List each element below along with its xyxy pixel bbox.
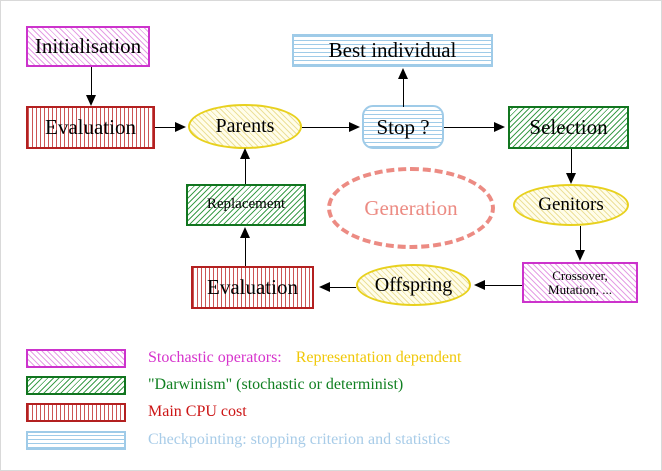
arrowhead-initialisation-to-evaluation [86, 95, 96, 106]
node-stop[interactable]: Stop ? [362, 105, 444, 149]
node-replacement[interactable]: Replacement [186, 184, 306, 226]
node-generation: Generation [327, 167, 495, 249]
edge-evaluation-to-parents [155, 127, 177, 128]
arrowhead-evaluation-to-replacement [240, 227, 250, 238]
node-evaluation-bottom[interactable]: Evaluation [191, 266, 314, 309]
arrowhead-crossover-to-offspring [474, 280, 485, 290]
node-initialisation-label: Initialisation [34, 34, 142, 59]
node-evaluation-top[interactable]: Evaluation [26, 106, 155, 149]
node-stop-label: Stop ? [376, 114, 430, 139]
arrowhead-selection-to-genitors [566, 173, 576, 184]
node-best-individual-label: Best individual [328, 38, 457, 63]
red-vertical-hatch-swatch-icon [26, 402, 126, 422]
legend-label-cpu-cost: Main CPU cost [148, 403, 247, 420]
legend-row-cpu-cost: Main CPU cost [26, 401, 247, 423]
legend-label-representation-dependent: Representation dependent [295, 349, 462, 366]
arrowhead-replacement-to-parents [240, 148, 250, 159]
node-selection[interactable]: Selection [508, 106, 629, 149]
edge-selection-to-genitors [571, 149, 572, 175]
edge-evaluation-to-replacement [245, 238, 246, 266]
node-offspring-label: Offspring [374, 273, 453, 296]
legend-label-checkpointing: Checkpointing: stopping criterion and st… [148, 431, 451, 448]
legend: Stochastic operators: Representation dep… [1, 339, 661, 459]
edge-initialisation-to-evaluation [91, 67, 92, 97]
node-evaluation-bottom-label: Evaluation [207, 275, 298, 300]
green-diagonal-hatch-swatch-icon [26, 375, 126, 395]
edge-genitors-to-crossover [580, 226, 581, 252]
edge-offspring-to-evaluation [330, 287, 356, 288]
magenta-diagonal-hatch-swatch-icon [26, 348, 126, 368]
node-generation-label: Generation [364, 195, 458, 220]
edge-crossover-to-offspring [485, 285, 522, 286]
arrowhead-offspring-to-evaluation [319, 282, 330, 292]
node-parents[interactable]: Parents [188, 104, 302, 149]
arrowhead-genitors-to-crossover [575, 250, 585, 261]
legend-label-darwinism: "Darwinism" (stochastic or determinist) [148, 376, 404, 393]
edge-replacement-to-parents [245, 159, 246, 184]
blue-horizontal-hatch-swatch-icon [26, 430, 126, 450]
node-selection-label: Selection [529, 115, 608, 140]
node-genitors-label: Genitors [538, 194, 604, 216]
node-initialisation[interactable]: Initialisation [26, 26, 150, 67]
node-crossover-mutation-label: Crossover, Mutation, ... [548, 267, 612, 297]
node-parents-label: Parents [215, 115, 275, 137]
legend-row-checkpointing: Checkpointing: stopping criterion and st… [26, 429, 450, 451]
node-crossover-mutation[interactable]: Crossover, Mutation, ... [522, 262, 638, 303]
edge-stop-to-best-individual [403, 79, 404, 107]
arrowhead-evaluation-to-parents [175, 122, 186, 132]
node-evaluation-top-label: Evaluation [45, 115, 136, 140]
node-offspring[interactable]: Offspring [356, 264, 471, 306]
node-best-individual[interactable]: Best individual [292, 34, 493, 67]
legend-row-stochastic: Stochastic operators: Representation dep… [26, 347, 461, 369]
node-genitors[interactable]: Genitors [513, 184, 629, 226]
node-replacement-label: Replacement [206, 196, 286, 213]
legend-label-stochastic: Stochastic operators: [148, 349, 282, 366]
arrowhead-stop-to-selection [494, 122, 505, 132]
legend-row-darwinism: "Darwinism" (stochastic or determinist) [26, 374, 403, 396]
arrowhead-parents-to-stop [349, 122, 360, 132]
arrowhead-stop-to-best-individual [398, 68, 408, 79]
edge-stop-to-selection [444, 127, 495, 128]
edge-parents-to-stop [302, 127, 350, 128]
